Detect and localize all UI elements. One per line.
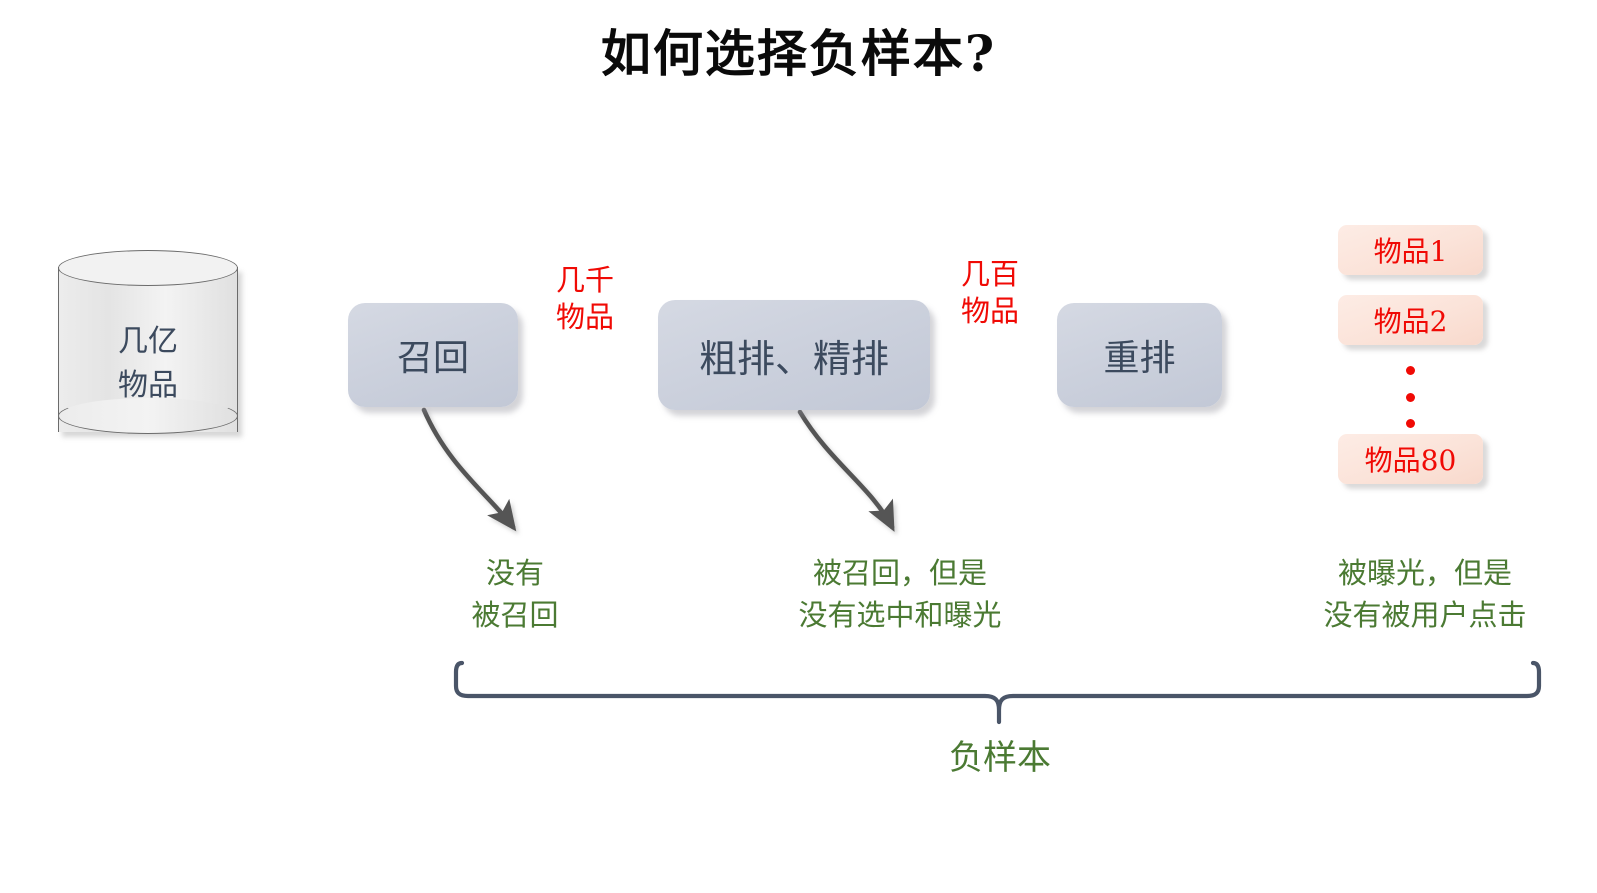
flow-label-thousands-line2: 物品 — [555, 300, 614, 334]
ellipsis-dot — [1406, 419, 1415, 428]
result-item-box[interactable]: 物品80 — [1338, 434, 1483, 484]
brace-label-negative-samples: 负样本 — [949, 738, 1051, 778]
datastore-label: 几亿 物品 — [58, 320, 238, 408]
annotation-recalled-not-shown: 被召回，但是 没有选中和曝光 — [740, 552, 1060, 636]
flow-label-thousands: 几千 物品 — [525, 262, 645, 336]
annotation-shown-not-clicked: 被曝光，但是 没有被用户点击 — [1275, 552, 1575, 636]
flow-label-hundreds-line2: 物品 — [960, 294, 1019, 328]
datastore-label-line1: 几亿 — [118, 324, 178, 359]
stage-box-recall[interactable]: 召回 — [348, 303, 518, 407]
annotation-line1: 被曝光，但是 — [1337, 556, 1512, 590]
annotation-line2: 被召回 — [471, 598, 559, 632]
ellipsis-dot — [1406, 392, 1415, 402]
annotation-line1: 没有 — [485, 556, 544, 590]
stage-label-rank: 粗排、精排 — [698, 336, 889, 381]
datastore-label-line2: 物品 — [118, 368, 178, 403]
result-item-box[interactable]: 物品2 — [1338, 295, 1483, 345]
cylinder-top-ellipse — [58, 250, 238, 286]
negative-sample-brace — [453, 660, 1542, 725]
stage-box-rank[interactable]: 粗排、精排 — [658, 300, 930, 410]
stage-label-rerank: 重排 — [1103, 338, 1176, 379]
result-item-label: 物品1 — [1373, 235, 1448, 268]
annotation-line2: 没有被用户点击 — [1323, 598, 1527, 632]
result-item-label: 物品2 — [1373, 305, 1448, 338]
items-datastore: 几亿 物品 — [58, 250, 240, 450]
arrow-recall-dropout — [421, 407, 517, 532]
stage-label-recall: 召回 — [396, 338, 469, 379]
annotation-line2: 没有选中和曝光 — [798, 598, 1002, 632]
cylinder-bottom-ellipse — [58, 398, 238, 434]
ellipsis-dot — [1406, 366, 1415, 375]
flow-label-hundreds: 几百 物品 — [930, 256, 1050, 330]
flow-label-thousands-line1: 几千 — [555, 263, 614, 297]
annotation-line1: 被召回，但是 — [812, 556, 987, 590]
drop-arrows — [421, 407, 895, 532]
arrow-rank-dropout — [797, 409, 895, 532]
stage-box-rerank[interactable]: 重排 — [1057, 303, 1222, 407]
page-title: 如何选择负样本? — [600, 24, 997, 83]
result-item-label: 物品80 — [1364, 444, 1457, 477]
flow-label-hundreds-line1: 几百 — [960, 257, 1019, 291]
annotation-not-recalled: 没有 被召回 — [400, 552, 630, 636]
result-item-box[interactable]: 物品1 — [1338, 225, 1483, 275]
vertical-ellipsis-icon — [1338, 366, 1483, 428]
